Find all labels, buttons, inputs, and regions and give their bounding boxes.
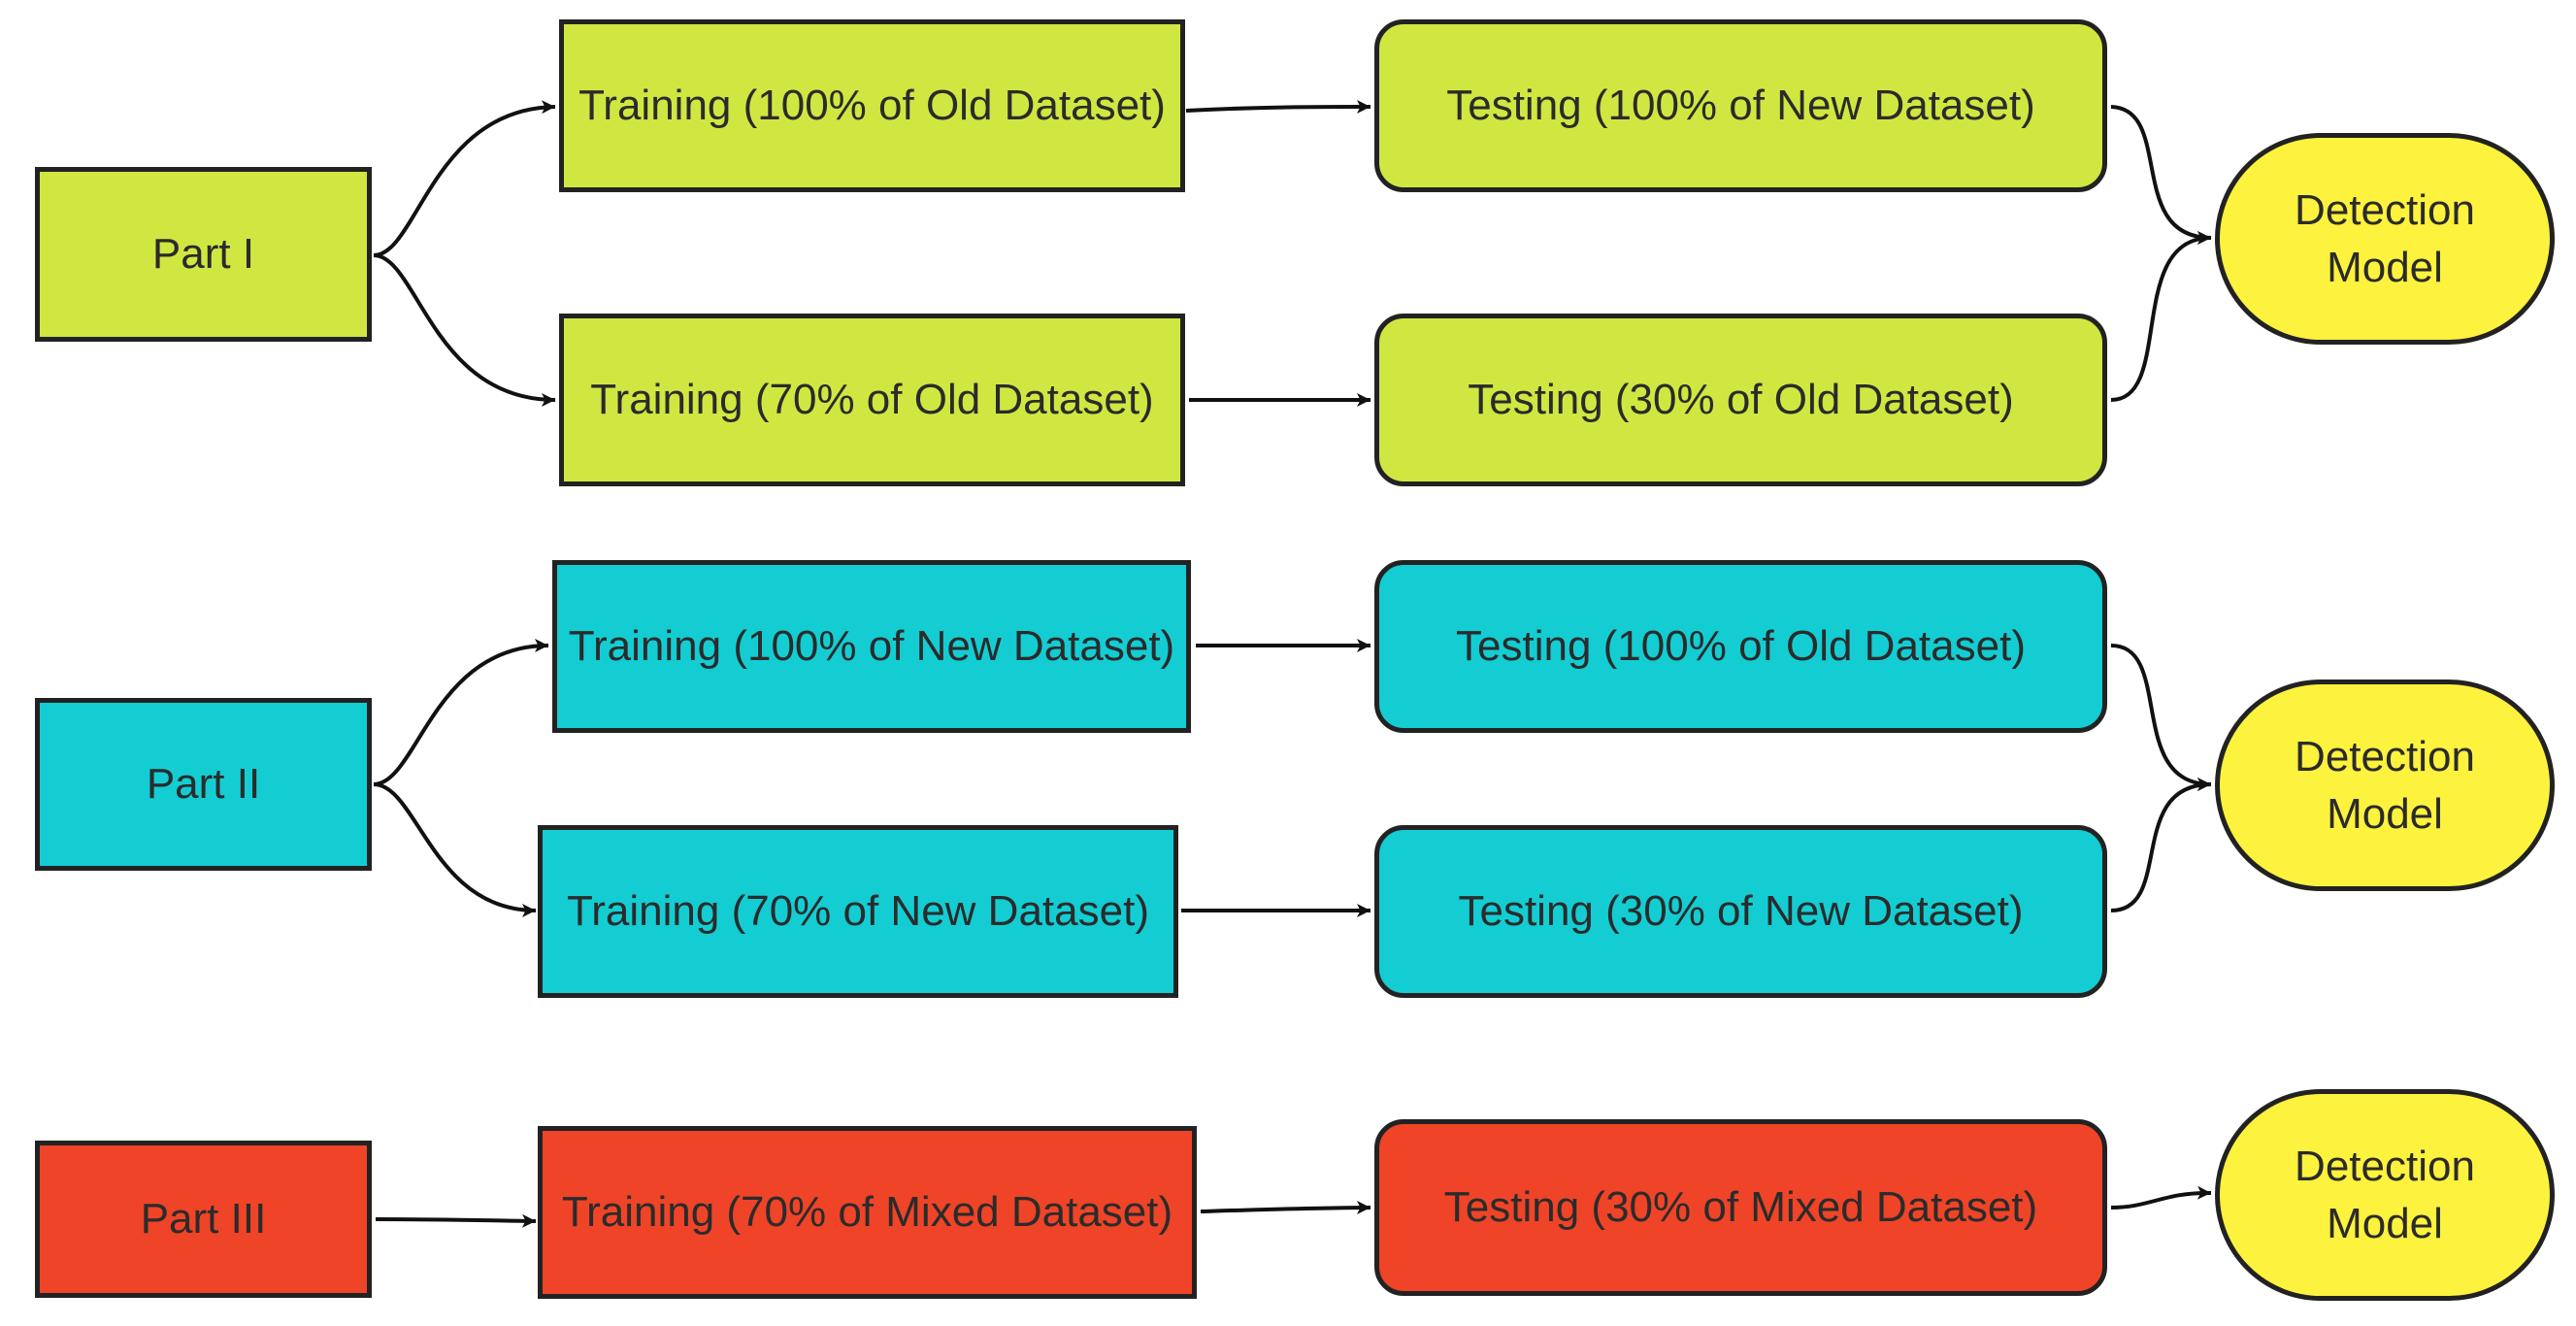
arrow-test-b-to-model-p2 — [2110, 778, 2212, 912]
part2-label: Part II — [146, 760, 261, 809]
part3-training-label: Training (70% of Mixed Dataset) — [561, 1188, 1173, 1237]
part2-training-a-label: Training (100% of New Dataset) — [568, 622, 1175, 671]
part1-training-a-label: Training (100% of Old Dataset) — [578, 82, 1166, 130]
part3-node: Part III — [35, 1141, 372, 1298]
part2-training-b-node: Training (70% of New Dataset) — [538, 825, 1178, 998]
part1-training-a-node: Training (100% of Old Dataset) — [559, 19, 1185, 192]
part1-training-b-node: Training (70% of Old Dataset) — [559, 314, 1185, 486]
part3-testing-label: Testing (30% of Mixed Dataset) — [1443, 1183, 2038, 1232]
part1-training-b-label: Training (70% of Old Dataset) — [590, 376, 1154, 424]
part1-detection-model-label: Detection Model — [2295, 185, 2475, 291]
part2-testing-b-node: Testing (30% of New Dataset) — [1374, 825, 2107, 998]
part1-testing-b-node: Testing (30% of Old Dataset) — [1374, 314, 2107, 486]
arrow-part2-to-train-b — [373, 782, 537, 917]
arrow-part1-to-train-a — [373, 100, 556, 257]
part1-node: Part I — [35, 167, 372, 342]
part1-testing-a-label: Testing (100% of New Dataset) — [1446, 82, 2035, 130]
arrow-part3-to-train — [375, 1213, 537, 1228]
part3-detection-model-node: Detection Model — [2215, 1089, 2555, 1301]
part2-training-b-label: Training (70% of New Dataset) — [567, 887, 1149, 936]
part1-testing-a-node: Testing (100% of New Dataset) — [1374, 19, 2107, 192]
part3-label: Part III — [140, 1195, 267, 1243]
part1-testing-b-label: Testing (30% of Old Dataset) — [1468, 376, 2014, 424]
part2-testing-b-label: Testing (30% of New Dataset) — [1458, 887, 2024, 936]
arrow-test-a-to-model-p1 — [2110, 105, 2212, 245]
part3-testing-node: Testing (30% of Mixed Dataset) — [1374, 1119, 2107, 1296]
part3-detection-model-label: Detection Model — [2295, 1142, 2475, 1247]
part2-training-a-node: Training (100% of New Dataset) — [552, 560, 1191, 733]
arrow-test-a-to-model-p2 — [2110, 644, 2212, 791]
arrow-train-a-to-test-a-p1 — [1185, 100, 1371, 115]
arrow-part2-to-train-a — [373, 639, 549, 786]
part3-training-node: Training (70% of Mixed Dataset) — [538, 1126, 1197, 1299]
part2-testing-a-label: Testing (100% of Old Dataset) — [1456, 622, 2026, 671]
arrow-test-to-model-p3 — [2110, 1185, 2212, 1210]
part2-node: Part II — [35, 698, 372, 871]
part2-testing-a-node: Testing (100% of Old Dataset) — [1374, 560, 2107, 733]
part2-detection-model-node: Detection Model — [2215, 680, 2555, 891]
part1-detection-model-node: Detection Model — [2215, 133, 2555, 345]
part2-detection-model-label: Detection Model — [2295, 732, 2475, 838]
arrow-test-b-to-model-p1 — [2110, 231, 2212, 402]
part1-label: Part I — [151, 230, 255, 279]
arrow-train-to-test-p3 — [1200, 1201, 1371, 1215]
arrow-part1-to-train-b — [373, 253, 556, 407]
